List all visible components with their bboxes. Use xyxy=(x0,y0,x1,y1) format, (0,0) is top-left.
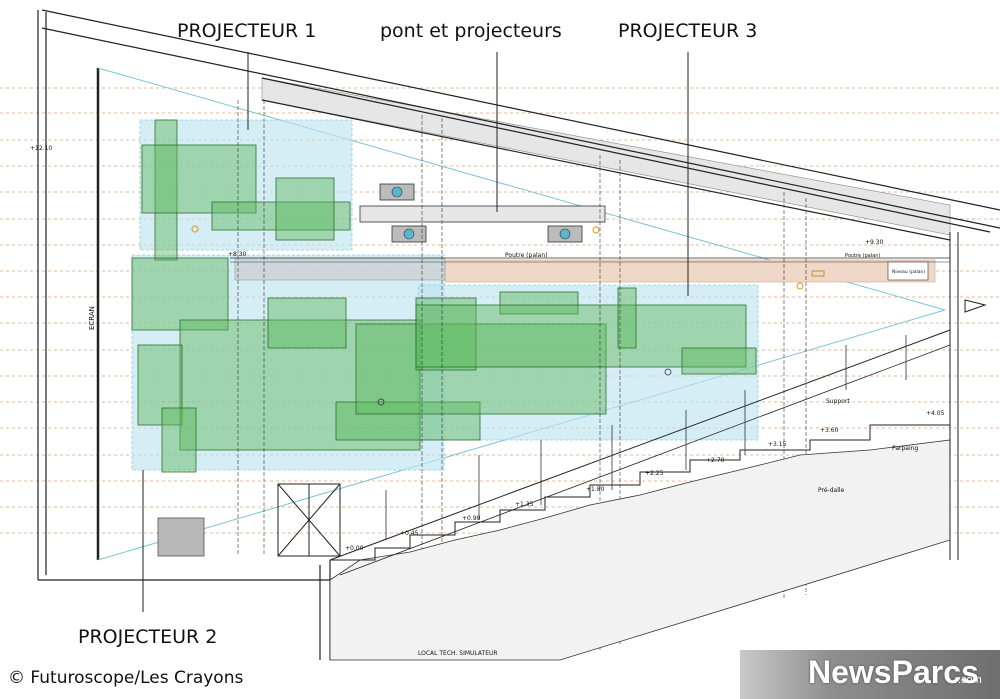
level-045: +0.45 xyxy=(400,530,419,537)
level-090: +0.90 xyxy=(462,515,481,522)
beam-right-label: Poutre (palan) xyxy=(845,253,880,259)
level-225: +2.25 xyxy=(645,470,664,477)
projector-bridge xyxy=(191,183,804,406)
level-270: +2.70 xyxy=(706,457,725,464)
seating-steps xyxy=(329,232,987,661)
double-door xyxy=(277,483,341,557)
predalle-label: Pré-dalle xyxy=(818,487,845,494)
beam-label: Poutre (palan) xyxy=(505,252,547,259)
local-tech-label: LOCAL TECH. SIMULATEUR xyxy=(418,650,498,657)
equipment-blocks xyxy=(131,119,757,473)
screen-label: ECRAN xyxy=(88,306,96,330)
machine-block xyxy=(157,517,205,557)
logo-suffix: .com xyxy=(958,674,982,686)
level-405: +4.05 xyxy=(926,410,945,417)
parpaing-label: Parpaing xyxy=(892,445,918,452)
level-315: +3.15 xyxy=(768,441,787,448)
copyright-credit: © Futuroscope/Les Crayons xyxy=(8,668,244,688)
level-135: +1.35 xyxy=(515,501,534,508)
level-930: +9.30 xyxy=(865,239,884,246)
level-000: +0.00 xyxy=(345,545,364,552)
seat-posts xyxy=(385,335,907,540)
newsparcs-logo: NewsParcs .com xyxy=(740,650,1000,699)
niveau-label: Niveau (palan) xyxy=(892,269,925,275)
logo-name: NewsParcs xyxy=(808,654,979,690)
support-label: Support xyxy=(826,398,850,405)
level-830: +8.30 xyxy=(228,251,247,258)
roof-structure xyxy=(41,9,1000,241)
bridge-label: pont et projecteurs xyxy=(380,20,562,42)
projector-3-label: PROJECTEUR 3 xyxy=(618,20,758,42)
level-360: +3.60 xyxy=(820,427,839,434)
projector-2-label: PROJECTEUR 2 xyxy=(78,626,218,648)
left-wall xyxy=(37,10,331,660)
level-180: +1.80 xyxy=(586,486,605,493)
beam-palan xyxy=(230,257,950,283)
projector-1-label: PROJECTEUR 1 xyxy=(177,20,317,42)
level-1210: +12.10 xyxy=(30,145,52,152)
label-leaders xyxy=(142,52,689,612)
